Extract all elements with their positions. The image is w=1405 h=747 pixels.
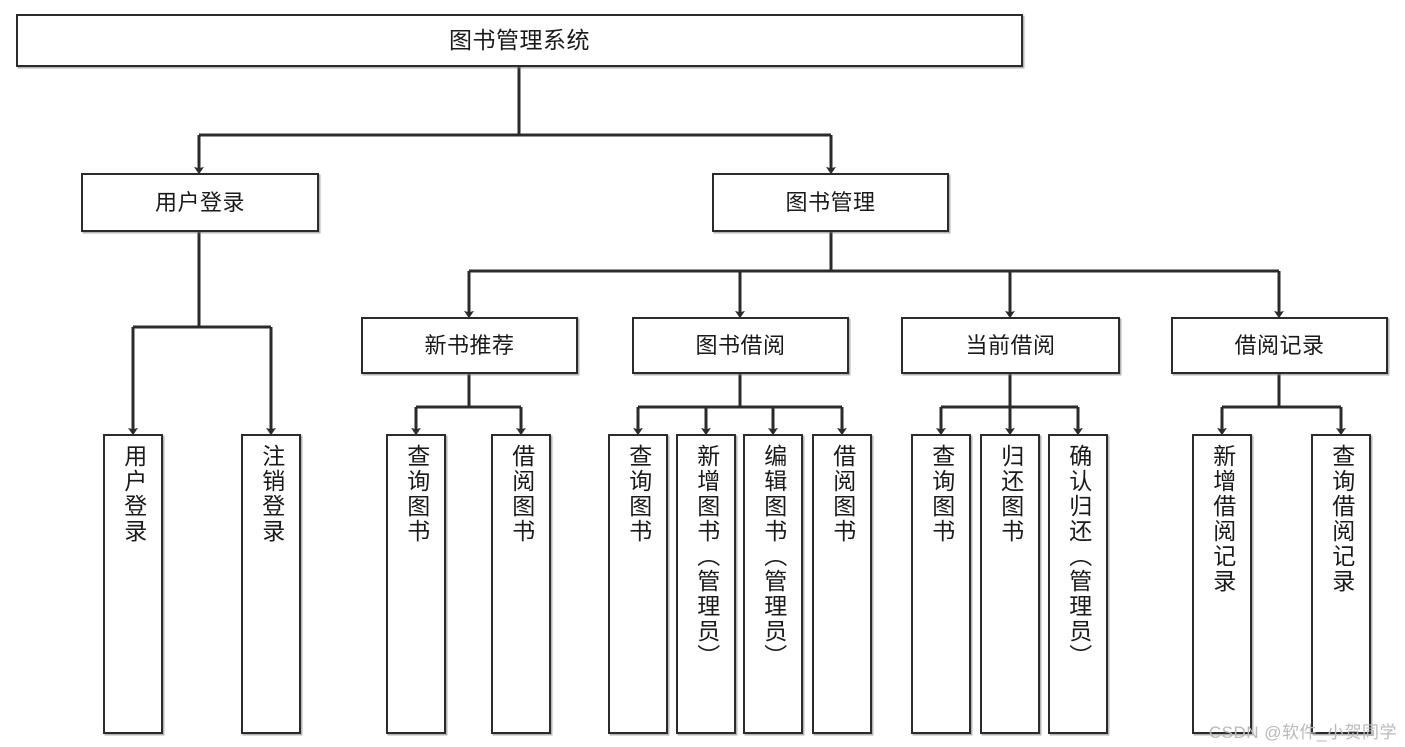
leaf-book-borrow-1-label: 查询图书 xyxy=(625,444,652,544)
node-new-book-recommend-label: 新书推荐 xyxy=(424,332,515,358)
node-root-system[interactable]: 图书管理系统 xyxy=(16,14,1023,67)
node-book-management-label: 图书管理 xyxy=(785,189,876,215)
leaf-current-borrow-2-label: 归还图书 xyxy=(997,444,1024,544)
leaf-new-book-2-label: 借阅图书 xyxy=(508,444,535,544)
leaf-book-borrow-3[interactable]: 编辑图书（管理员） xyxy=(743,434,803,734)
node-borrow-record-label: 借阅记录 xyxy=(1234,332,1325,358)
leaf-book-borrow-1[interactable]: 查询图书 xyxy=(608,434,668,734)
leaf-book-borrow-4[interactable]: 借阅图书 xyxy=(812,434,872,734)
leaf-current-borrow-3-label: 确认归还（管理员） xyxy=(1065,444,1092,669)
leaf-user-login-2[interactable]: 注销登录 xyxy=(241,434,301,734)
node-user-login[interactable]: 用户登录 xyxy=(81,173,319,232)
node-borrow-record[interactable]: 借阅记录 xyxy=(1171,317,1388,374)
leaf-user-login-1-label: 用户登录 xyxy=(120,444,147,544)
leaf-current-borrow-3[interactable]: 确认归还（管理员） xyxy=(1048,434,1108,734)
leaf-current-borrow-1-label: 查询图书 xyxy=(928,444,955,544)
node-book-management[interactable]: 图书管理 xyxy=(712,173,949,232)
node-user-login-label: 用户登录 xyxy=(154,189,245,215)
node-current-borrowing[interactable]: 当前借阅 xyxy=(901,317,1120,374)
leaf-book-borrow-3-label: 编辑图书（管理员） xyxy=(760,444,787,669)
leaf-new-book-1-label: 查询图书 xyxy=(403,444,430,544)
leaf-borrow-record-2[interactable]: 查询借阅记录 xyxy=(1311,434,1371,734)
node-current-borrowing-label: 当前借阅 xyxy=(965,332,1056,358)
node-book-borrowing-label: 图书借阅 xyxy=(695,332,786,358)
leaf-current-borrow-2[interactable]: 归还图书 xyxy=(980,434,1040,734)
node-new-book-recommend[interactable]: 新书推荐 xyxy=(361,317,578,374)
leaf-new-book-1[interactable]: 查询图书 xyxy=(386,434,446,734)
leaf-current-borrow-1[interactable]: 查询图书 xyxy=(911,434,971,734)
node-root-system-label: 图书管理系统 xyxy=(449,26,590,53)
leaf-user-login-1[interactable]: 用户登录 xyxy=(103,434,163,734)
leaf-new-book-2[interactable]: 借阅图书 xyxy=(491,434,551,734)
leaf-user-login-2-label: 注销登录 xyxy=(258,444,285,544)
leaf-book-borrow-2-label: 新增图书（管理员） xyxy=(693,444,720,669)
leaf-borrow-record-1[interactable]: 新增借阅记录 xyxy=(1192,434,1252,734)
watermark-text: CSDN @软件_小贺同学 xyxy=(1208,723,1397,742)
node-book-borrowing[interactable]: 图书借阅 xyxy=(632,317,849,374)
leaf-borrow-record-1-label: 新增借阅记录 xyxy=(1209,444,1236,594)
leaf-book-borrow-2[interactable]: 新增图书（管理员） xyxy=(676,434,736,734)
leaf-borrow-record-2-label: 查询借阅记录 xyxy=(1328,444,1355,594)
leaf-book-borrow-4-label: 借阅图书 xyxy=(829,444,856,544)
